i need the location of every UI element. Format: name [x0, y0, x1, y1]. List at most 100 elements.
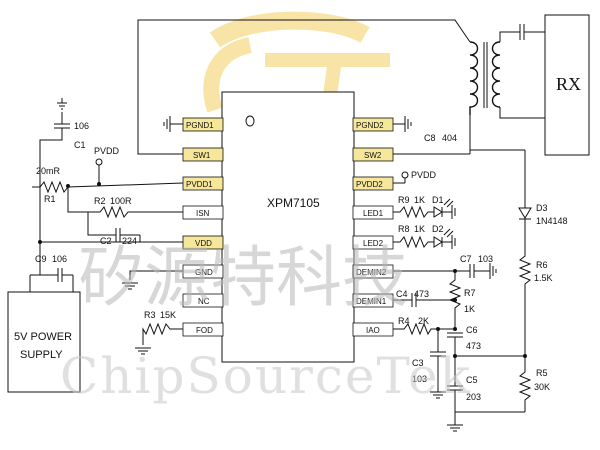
r9-ref: R9	[398, 195, 410, 205]
d3-ref: D3	[536, 203, 548, 213]
resistor-r9: R9 1K	[393, 195, 434, 219]
c7-ref: C7	[460, 254, 472, 264]
pin-pvdd1: PVDD1	[186, 180, 213, 189]
r4-value: 2K	[418, 316, 429, 326]
capacitor-c8: C8 404	[393, 123, 457, 143]
tx-coil	[469, 41, 488, 115]
r3-value: 15K	[160, 310, 176, 320]
pin-pvdd2: PVDD2	[356, 180, 383, 189]
r1-value: 20mR	[36, 166, 61, 176]
pin-led2: LED2	[363, 239, 384, 248]
tx-coil-loop	[137, 19, 526, 205]
capacitor-c6: C6 473	[447, 320, 481, 356]
power-supply: 5V POWER SUPPLY	[7, 291, 81, 393]
pin-iao: IAO	[366, 326, 380, 335]
c3-ref: C3	[412, 358, 424, 368]
r6-ref: R6	[536, 260, 548, 270]
c1-ref: C1	[74, 140, 86, 150]
chip-name: XPM7105	[267, 196, 320, 210]
resistor-r8: R8 1K	[393, 224, 434, 249]
capacitor-c9: C9 106	[29, 254, 74, 292]
c6-ref: C6	[466, 325, 478, 335]
pvdd-right-label: PVDD	[411, 170, 437, 180]
pin-vdd: VDD	[195, 239, 212, 248]
rx-coil	[491, 24, 545, 119]
pin-pgnd2: PGND2	[356, 121, 384, 130]
right-pins: PGND2 SW2 PVDD2 LED1 LED2 DEMIN2 DEMIN1 …	[352, 117, 394, 337]
c1-value: 106	[74, 121, 89, 131]
pin-gnd: GND	[195, 268, 213, 277]
c7-value: 103	[478, 254, 493, 264]
watermark-english: ChipSourceTek	[60, 347, 472, 405]
r4-ref: R4	[398, 316, 410, 326]
r2-ref: R2	[94, 196, 106, 206]
pvdd-net-right: PVDD	[393, 170, 437, 184]
c9-value: 106	[52, 254, 67, 264]
vdd-net	[38, 187, 183, 258]
resistor-r2: R2 100R	[67, 186, 183, 219]
r6-value: 1.5K	[534, 273, 553, 283]
d2-ref: D2	[432, 224, 444, 234]
resistor-r4: R4 2K	[393, 316, 457, 336]
rx-receiver: RX	[544, 14, 590, 156]
c4-value: 473	[414, 289, 429, 299]
pvdd-left-label: PVDD	[94, 146, 120, 156]
capacitor-c2: C2 224	[87, 212, 141, 246]
led-d2: D2	[432, 224, 456, 249]
c8-value: 404	[442, 133, 457, 143]
diode-d3: D3 1N4148	[518, 203, 568, 250]
resistor-r6: R6 1.5K	[518, 250, 553, 356]
pin-sw2: SW2	[364, 151, 382, 160]
c5-value: 203	[466, 392, 481, 402]
r7-value: 1K	[464, 304, 475, 314]
r3-ref: R3	[144, 310, 156, 320]
pvdd-net-left: PVDD	[94, 146, 120, 184]
r5-value: 30K	[534, 382, 550, 392]
r5-ref: R5	[536, 368, 548, 378]
c9-ref: C9	[35, 254, 47, 264]
c2-value: 224	[122, 236, 137, 246]
pin-led1: LED1	[363, 209, 384, 218]
led-d1: D1	[432, 195, 456, 219]
capacitor-c1: 106 C1	[39, 98, 89, 187]
resistor-r1: 20mR R1	[32, 166, 184, 204]
power-supply-line1: 5V POWER	[14, 331, 72, 343]
c4-ref: C4	[396, 289, 408, 299]
d3-value: 1N4148	[536, 216, 568, 226]
r2-value: 100R	[110, 196, 132, 206]
pin-pgnd1: PGND1	[186, 121, 214, 130]
capacitor-c4: C4 473	[393, 289, 457, 307]
c2-ref: C2	[100, 236, 112, 246]
left-pins: PGND1 SW1 PVDD1 ISN VDD GND NC FOD	[182, 117, 224, 337]
pin-sw1: SW1	[193, 151, 211, 160]
d1-ref: D1	[432, 195, 444, 205]
capacitor-c7: C7 103	[393, 254, 497, 279]
rx-label: RX	[556, 74, 581, 94]
r8-ref: R8	[398, 224, 410, 234]
r7-ref: R7	[464, 288, 476, 298]
ground-gnd-pin	[122, 270, 183, 290]
resistor-r5: R5 30K	[518, 356, 550, 412]
pin-isn: ISN	[196, 209, 210, 218]
resistor-r3: R3 15K	[135, 310, 183, 355]
xpm7105-chip: XPM7105	[221, 91, 355, 363]
c5-ref: C5	[466, 375, 478, 385]
pin-fod: FOD	[196, 326, 213, 335]
pin-demin2: DEMIN2	[356, 268, 387, 277]
power-supply-line2: SUPPLY	[20, 349, 63, 361]
ground-pgnd2	[404, 116, 412, 132]
capacitor-c5: C5 203	[447, 356, 481, 412]
capacitor-c3: C3 103	[412, 329, 446, 399]
r8-value: 1K	[414, 224, 425, 234]
c3-value: 103	[412, 374, 427, 384]
pin-nc: NC	[198, 297, 210, 306]
bottom-ground-rail	[447, 411, 525, 432]
c8-ref: C8	[424, 133, 436, 143]
r1-ref: R1	[44, 194, 56, 204]
r9-value: 1K	[414, 195, 425, 205]
c6-value: 473	[466, 341, 481, 351]
ground-pgnd1	[163, 116, 183, 132]
resistor-r7: R7 1K	[448, 271, 476, 320]
pin-demin1: DEMIN1	[356, 297, 387, 306]
